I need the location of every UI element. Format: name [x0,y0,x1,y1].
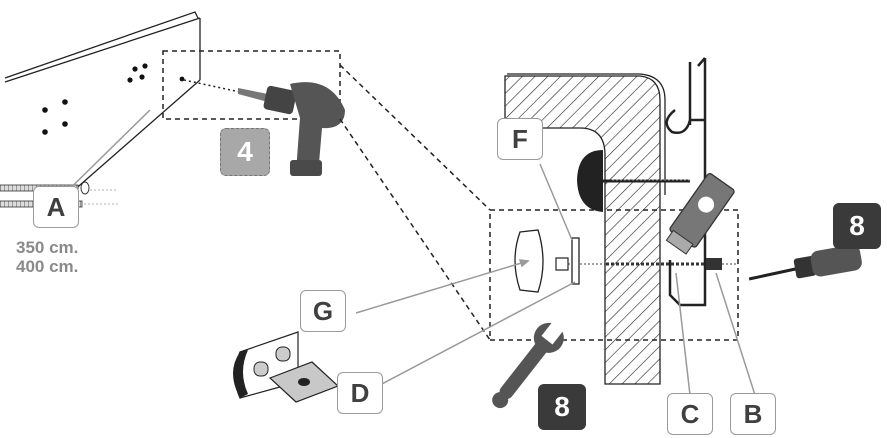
screw-icon [556,258,736,270]
label-f: F [497,118,543,160]
label-a: A [33,186,79,228]
step-badge-screwdriver: 8 [833,203,881,249]
label-d: D [337,372,383,414]
drill-icon [238,82,345,176]
leader-lines [41,109,756,396]
bumper-icon [577,150,603,212]
wall-section [504,73,666,385]
label-b: B [730,393,776,435]
label-g: G [300,290,346,332]
label-c: C [667,393,713,435]
wall-anchor-icon [665,173,735,255]
washer-icon [571,237,580,285]
step-badge-drill: 4 [220,128,270,176]
wrench-icon [492,320,565,409]
zoom-box-small [162,50,341,120]
measurement-first: 350 cm. [16,238,79,257]
measurement-block: 350 cm. 400 cm. [16,238,78,276]
screw-icon [603,179,690,183]
screwdriver-icon [748,244,862,281]
cabinet-holes [42,63,185,135]
washer-part-icon [268,361,340,403]
measurement-second: 400 cm. [16,257,79,276]
step-badge-wrench: 8 [538,384,586,430]
nut-icon [555,257,569,271]
